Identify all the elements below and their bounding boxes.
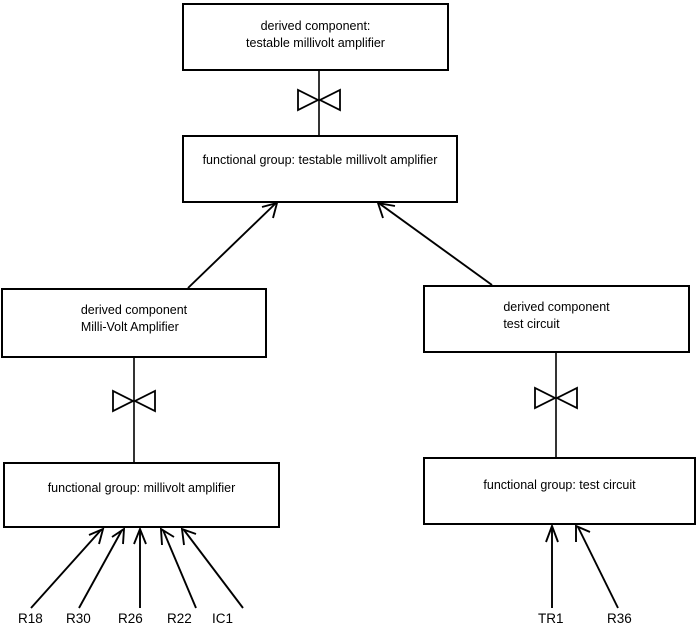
bowtie-left-triangle: [534, 386, 558, 410]
connector-realization-tc: [534, 353, 578, 457]
connector-part-ic1: [180, 527, 244, 609]
connector-aggregation-tc: [376, 201, 493, 286]
bowtie-left-triangle: [297, 88, 321, 112]
connector-part-r22: [159, 527, 197, 609]
connector-realization-testable: [297, 71, 341, 135]
connector-part-r30: [78, 527, 126, 609]
node-functional-group-test-circuit[interactable]: functional group: test circuit: [423, 457, 696, 525]
open-arrowhead: [545, 523, 559, 543]
leaf-label-r18[interactable]: R18: [18, 611, 43, 626]
leaf-label-r36[interactable]: R36: [607, 611, 632, 626]
connector-part-r36: [575, 524, 619, 609]
bowtie-right-triangle: [317, 88, 341, 112]
leaf-label-r26[interactable]: R26: [118, 611, 143, 626]
open-arrowhead: [376, 201, 396, 219]
node-label: functional group: test circuit: [483, 477, 636, 492]
node-functional-group-millivolt-amplifier[interactable]: functional group: millivolt amplifier: [3, 462, 280, 528]
node-functional-group-testable-millivolt-amplifier[interactable]: functional group: testable millivolt amp…: [182, 135, 458, 203]
connector-part-r26: [133, 526, 147, 608]
connector-part-r18: [30, 527, 105, 609]
open-arrowhead: [159, 527, 175, 546]
leaf-label-r22[interactable]: R22: [167, 611, 192, 626]
bowtie-right-triangle: [132, 389, 156, 413]
open-arrowhead: [180, 527, 197, 546]
node-label: derived component test circuit: [503, 300, 610, 331]
connector-realization-mva: [112, 358, 156, 462]
node-label: derived component: testable millivolt am…: [246, 19, 385, 50]
leaf-label-tr1[interactable]: TR1: [538, 611, 564, 626]
node-derived-component-test-circuit[interactable]: derived component test circuit: [423, 285, 690, 353]
node-derived-component-testable-millivolt-amplifier[interactable]: derived component: testable millivolt am…: [182, 3, 449, 71]
node-derived-component-milli-volt-amplifier[interactable]: derived component Milli-Volt Amplifier: [1, 288, 267, 358]
bowtie-left-triangle: [112, 389, 136, 413]
bowtie-right-triangle: [554, 386, 578, 410]
open-arrowhead: [261, 201, 279, 219]
node-label: functional group: millivolt amplifier: [47, 480, 236, 495]
open-arrowhead: [575, 524, 591, 542]
node-label: functional group: testable millivolt amp…: [202, 152, 438, 167]
leaf-label-r30[interactable]: R30: [66, 611, 91, 626]
open-arrowhead: [133, 526, 147, 545]
node-label: derived component Milli-Volt Amplifier: [80, 303, 188, 334]
connector-aggregation-mva: [187, 201, 279, 289]
open-arrowhead: [88, 527, 105, 545]
leaf-label-ic1[interactable]: IC1: [212, 611, 234, 626]
open-arrowhead: [111, 527, 126, 545]
connector-part-tr1: [545, 523, 559, 608]
